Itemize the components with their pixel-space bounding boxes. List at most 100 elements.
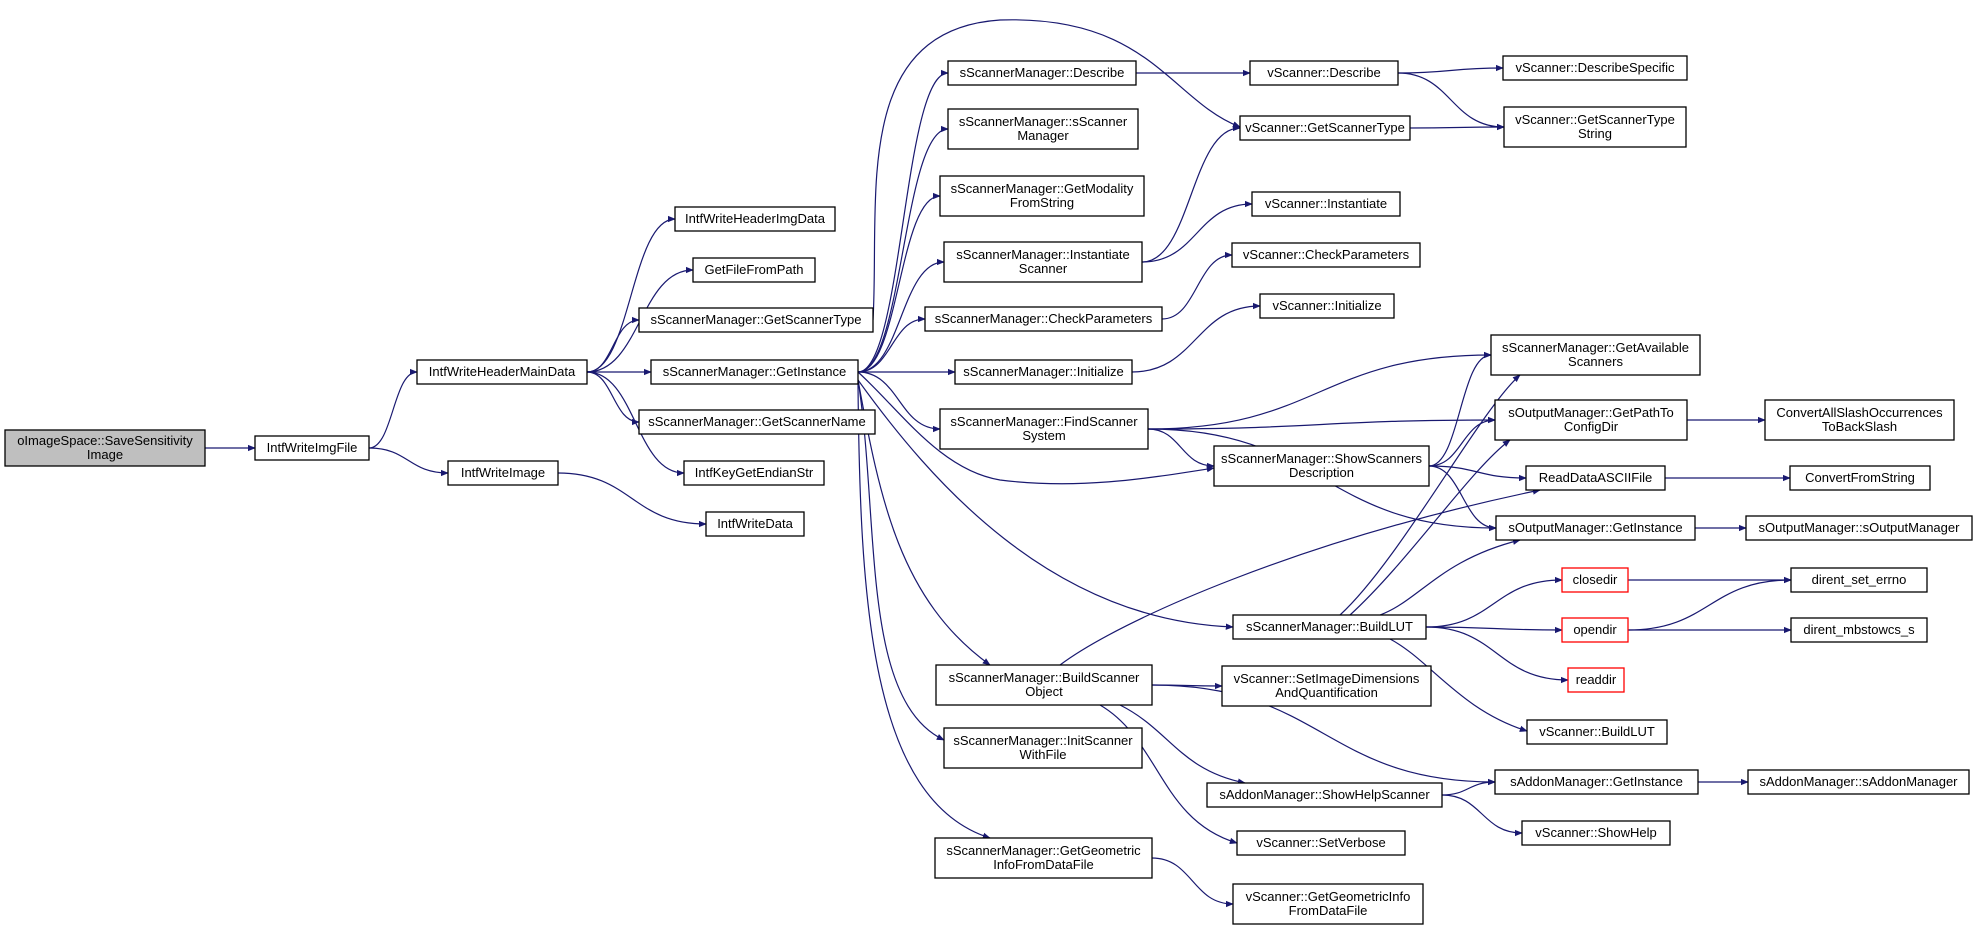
node-label: Image	[87, 447, 123, 462]
node-vs_instantiate[interactable]: vScanner::Instantiate	[1251, 191, 1401, 217]
node-vs_getScannerType[interactable]: vScanner::GetScannerType	[1239, 115, 1411, 141]
edge-writeHeaderMain-to-writeHeaderImg	[586, 215, 676, 373]
node-box	[1213, 445, 1430, 487]
node-label: sScannerManager::ShowScanners	[1221, 451, 1422, 466]
edge-writeHeaderMain-to-sm_getScannerType	[586, 316, 640, 373]
node-closedir[interactable]: closedir	[1561, 567, 1629, 593]
edge-sm_buildObj-to-vs_setVerbose	[1099, 704, 1238, 844]
edge-sm_initialize-to-vs_initialize	[1131, 302, 1261, 373]
node-vs_describe[interactable]: vScanner::Describe	[1249, 60, 1399, 86]
node-label: IntfWriteHeaderImgData	[685, 211, 826, 226]
node-vs_describeSpecific[interactable]: vScanner::DescribeSpecific	[1502, 55, 1688, 81]
node-label: sScannerManager::GetModality	[951, 181, 1134, 196]
node-direntErrno[interactable]: dirent_set_errno	[1790, 567, 1928, 593]
node-box	[416, 359, 588, 385]
node-sm_getGeom[interactable]: sScannerManager::GetGeometricInfoFromDat…	[934, 837, 1153, 879]
node-writeImage[interactable]: IntfWriteImage	[447, 460, 559, 486]
node-box	[1494, 769, 1699, 795]
node-box	[1790, 617, 1928, 643]
edge-sm_getInstance-to-sm_showDesc	[857, 371, 1215, 485]
node-label: closedir	[1573, 572, 1618, 587]
node-label: sScannerManager::Describe	[960, 65, 1125, 80]
node-box	[1502, 55, 1688, 81]
node-vs_setVerbose[interactable]: vScanner::SetVerbose	[1236, 830, 1406, 856]
node-writeHeaderImg[interactable]: IntfWriteHeaderImgData	[674, 206, 836, 232]
node-readdir[interactable]: readdir	[1567, 667, 1625, 693]
edge-sm_showDesc-to-om_getPath	[1428, 416, 1496, 467]
node-am_showHelp[interactable]: sAddonManager::ShowHelpScanner	[1206, 782, 1443, 808]
node-vs_setImgDims[interactable]: vScanner::SetImageDimensionsAndQuantific…	[1221, 665, 1432, 707]
node-box	[1526, 719, 1668, 745]
node-sm_buildLUT[interactable]: sScannerManager::BuildLUT	[1232, 614, 1427, 640]
node-readAscii[interactable]: ReadDataASCIIFile	[1525, 465, 1666, 491]
edge-sm_buildObj-to-am_getInstance	[1151, 684, 1496, 786]
node-vs_checkParams[interactable]: vScanner::CheckParameters	[1231, 242, 1421, 268]
edge-writeImgFile-to-writeHeaderMain	[368, 368, 418, 449]
node-sm_getScannerName[interactable]: sScannerManager::GetScannerName	[638, 409, 876, 435]
node-box	[1567, 667, 1625, 693]
node-sm_getInstance[interactable]: sScannerManager::GetInstance	[650, 359, 859, 385]
node-label: vScanner::SetVerbose	[1256, 835, 1385, 850]
node-writeImgFile[interactable]: IntfWriteImgFile	[254, 435, 370, 461]
node-am_getInstance[interactable]: sAddonManager::GetInstance	[1494, 769, 1699, 795]
node-box	[1764, 399, 1955, 441]
edge-sm_instScanner-to-vs_instantiate	[1141, 200, 1253, 263]
node-label: AndQuantification	[1275, 685, 1378, 700]
edge-sm_showDesc-to-om_getInstance	[1428, 465, 1497, 532]
edge-sm_buildLUT-to-vs_buildLUT	[1389, 638, 1528, 732]
node-box	[683, 460, 825, 486]
node-sm_checkParams[interactable]: sScannerManager::CheckParameters	[924, 306, 1163, 332]
node-getFileFromPath[interactable]: GetFileFromPath	[692, 257, 816, 283]
node-label: sScannerManager::Initialize	[963, 364, 1123, 379]
node-box	[1745, 515, 1973, 541]
node-label: oImageSpace::SaveSensitivity	[17, 433, 193, 448]
node-convertFromString[interactable]: ConvertFromString	[1789, 465, 1931, 491]
node-label: sScannerManager::BuildScanner	[949, 670, 1140, 685]
node-box	[934, 837, 1153, 879]
edge-sm_buildObj-to-am_showHelp	[1119, 704, 1246, 785]
node-sm_getScannerType[interactable]: sScannerManager::GetScannerType	[638, 307, 874, 333]
node-box	[943, 727, 1143, 769]
node-om_ctor[interactable]: sOutputManager::sOutputManager	[1745, 515, 1973, 541]
node-label: ConvertFromString	[1805, 470, 1915, 485]
node-label: Description	[1289, 465, 1354, 480]
node-keyGetEndianStr[interactable]: IntfKeyGetEndianStr	[683, 460, 825, 486]
edge-sm_getGeom-to-vs_getGeom	[1151, 857, 1234, 908]
node-writeData[interactable]: IntfWriteData	[705, 511, 805, 537]
node-writeHeaderMain[interactable]: IntfWriteHeaderMainData	[416, 359, 588, 385]
node-box	[939, 175, 1145, 217]
node-box	[1490, 334, 1701, 376]
node-box	[1495, 515, 1696, 541]
node-box	[1232, 883, 1424, 925]
node-sm_describe[interactable]: sScannerManager::Describe	[947, 60, 1137, 86]
node-label: sScannerManager::GetScannerType	[650, 312, 861, 327]
node-label: WithFile	[1020, 747, 1067, 762]
node-am_ctor[interactable]: sAddonManager::sAddonManager	[1747, 769, 1970, 795]
node-vs_showHelp[interactable]: vScanner::ShowHelp	[1521, 820, 1671, 846]
edge-sm_buildLUT-to-om_getPath	[1349, 439, 1511, 616]
node-sm_ctor[interactable]: sScannerManager::sScannerManager	[947, 108, 1139, 150]
node-label: sScannerManager::GetAvailable	[1502, 340, 1689, 355]
node-sm_initialize[interactable]: sScannerManager::Initialize	[954, 359, 1133, 385]
node-vs_buildLUT[interactable]: vScanner::BuildLUT	[1526, 719, 1668, 745]
node-om_getInstance[interactable]: sOutputManager::GetInstance	[1495, 515, 1696, 541]
node-direntMbs[interactable]: dirent_mbstowcs_s	[1790, 617, 1928, 643]
node-label: vScanner::SetImageDimensions	[1234, 671, 1420, 686]
node-label: sScannerManager::Instantiate	[956, 247, 1129, 262]
node-vs_initialize[interactable]: vScanner::Initialize	[1259, 293, 1395, 319]
node-box	[447, 460, 559, 486]
edge-sm_getScannerType-to-vs_getScannerType	[872, 19, 1241, 321]
node-opendir[interactable]: opendir	[1561, 617, 1629, 643]
